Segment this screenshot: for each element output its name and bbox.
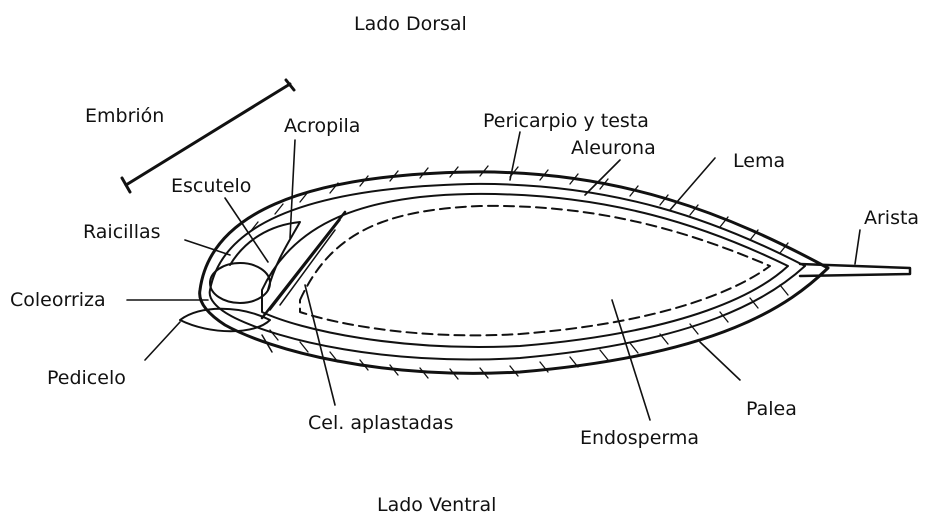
label-escutelo: Escutelo [171,175,251,197]
label-endosperma: Endosperma [580,427,699,449]
label-palea: Palea [746,398,797,420]
label-embrion: Embrión [85,105,164,127]
label-dorsal: Lado Dorsal [354,13,467,35]
label-coleorriza: Coleorriza [10,289,106,311]
label-acropila: Acropila [284,115,360,137]
endosperm-boundary [300,206,770,335]
label-lema: Lema [733,150,785,172]
label-pericarpio: Pericarpio y testa [483,110,649,132]
label-aleurona: Aleurona [571,137,656,159]
hull-outer [200,172,828,373]
label-pedicelo: Pedicelo [47,367,126,389]
label-arista: Arista [864,207,919,229]
label-cel-aplastadas: Cel. aplastadas [308,412,454,434]
arista-awn [800,264,910,276]
label-ventral: Lado Ventral [377,494,496,516]
label-raicillas: Raicillas [83,221,161,243]
